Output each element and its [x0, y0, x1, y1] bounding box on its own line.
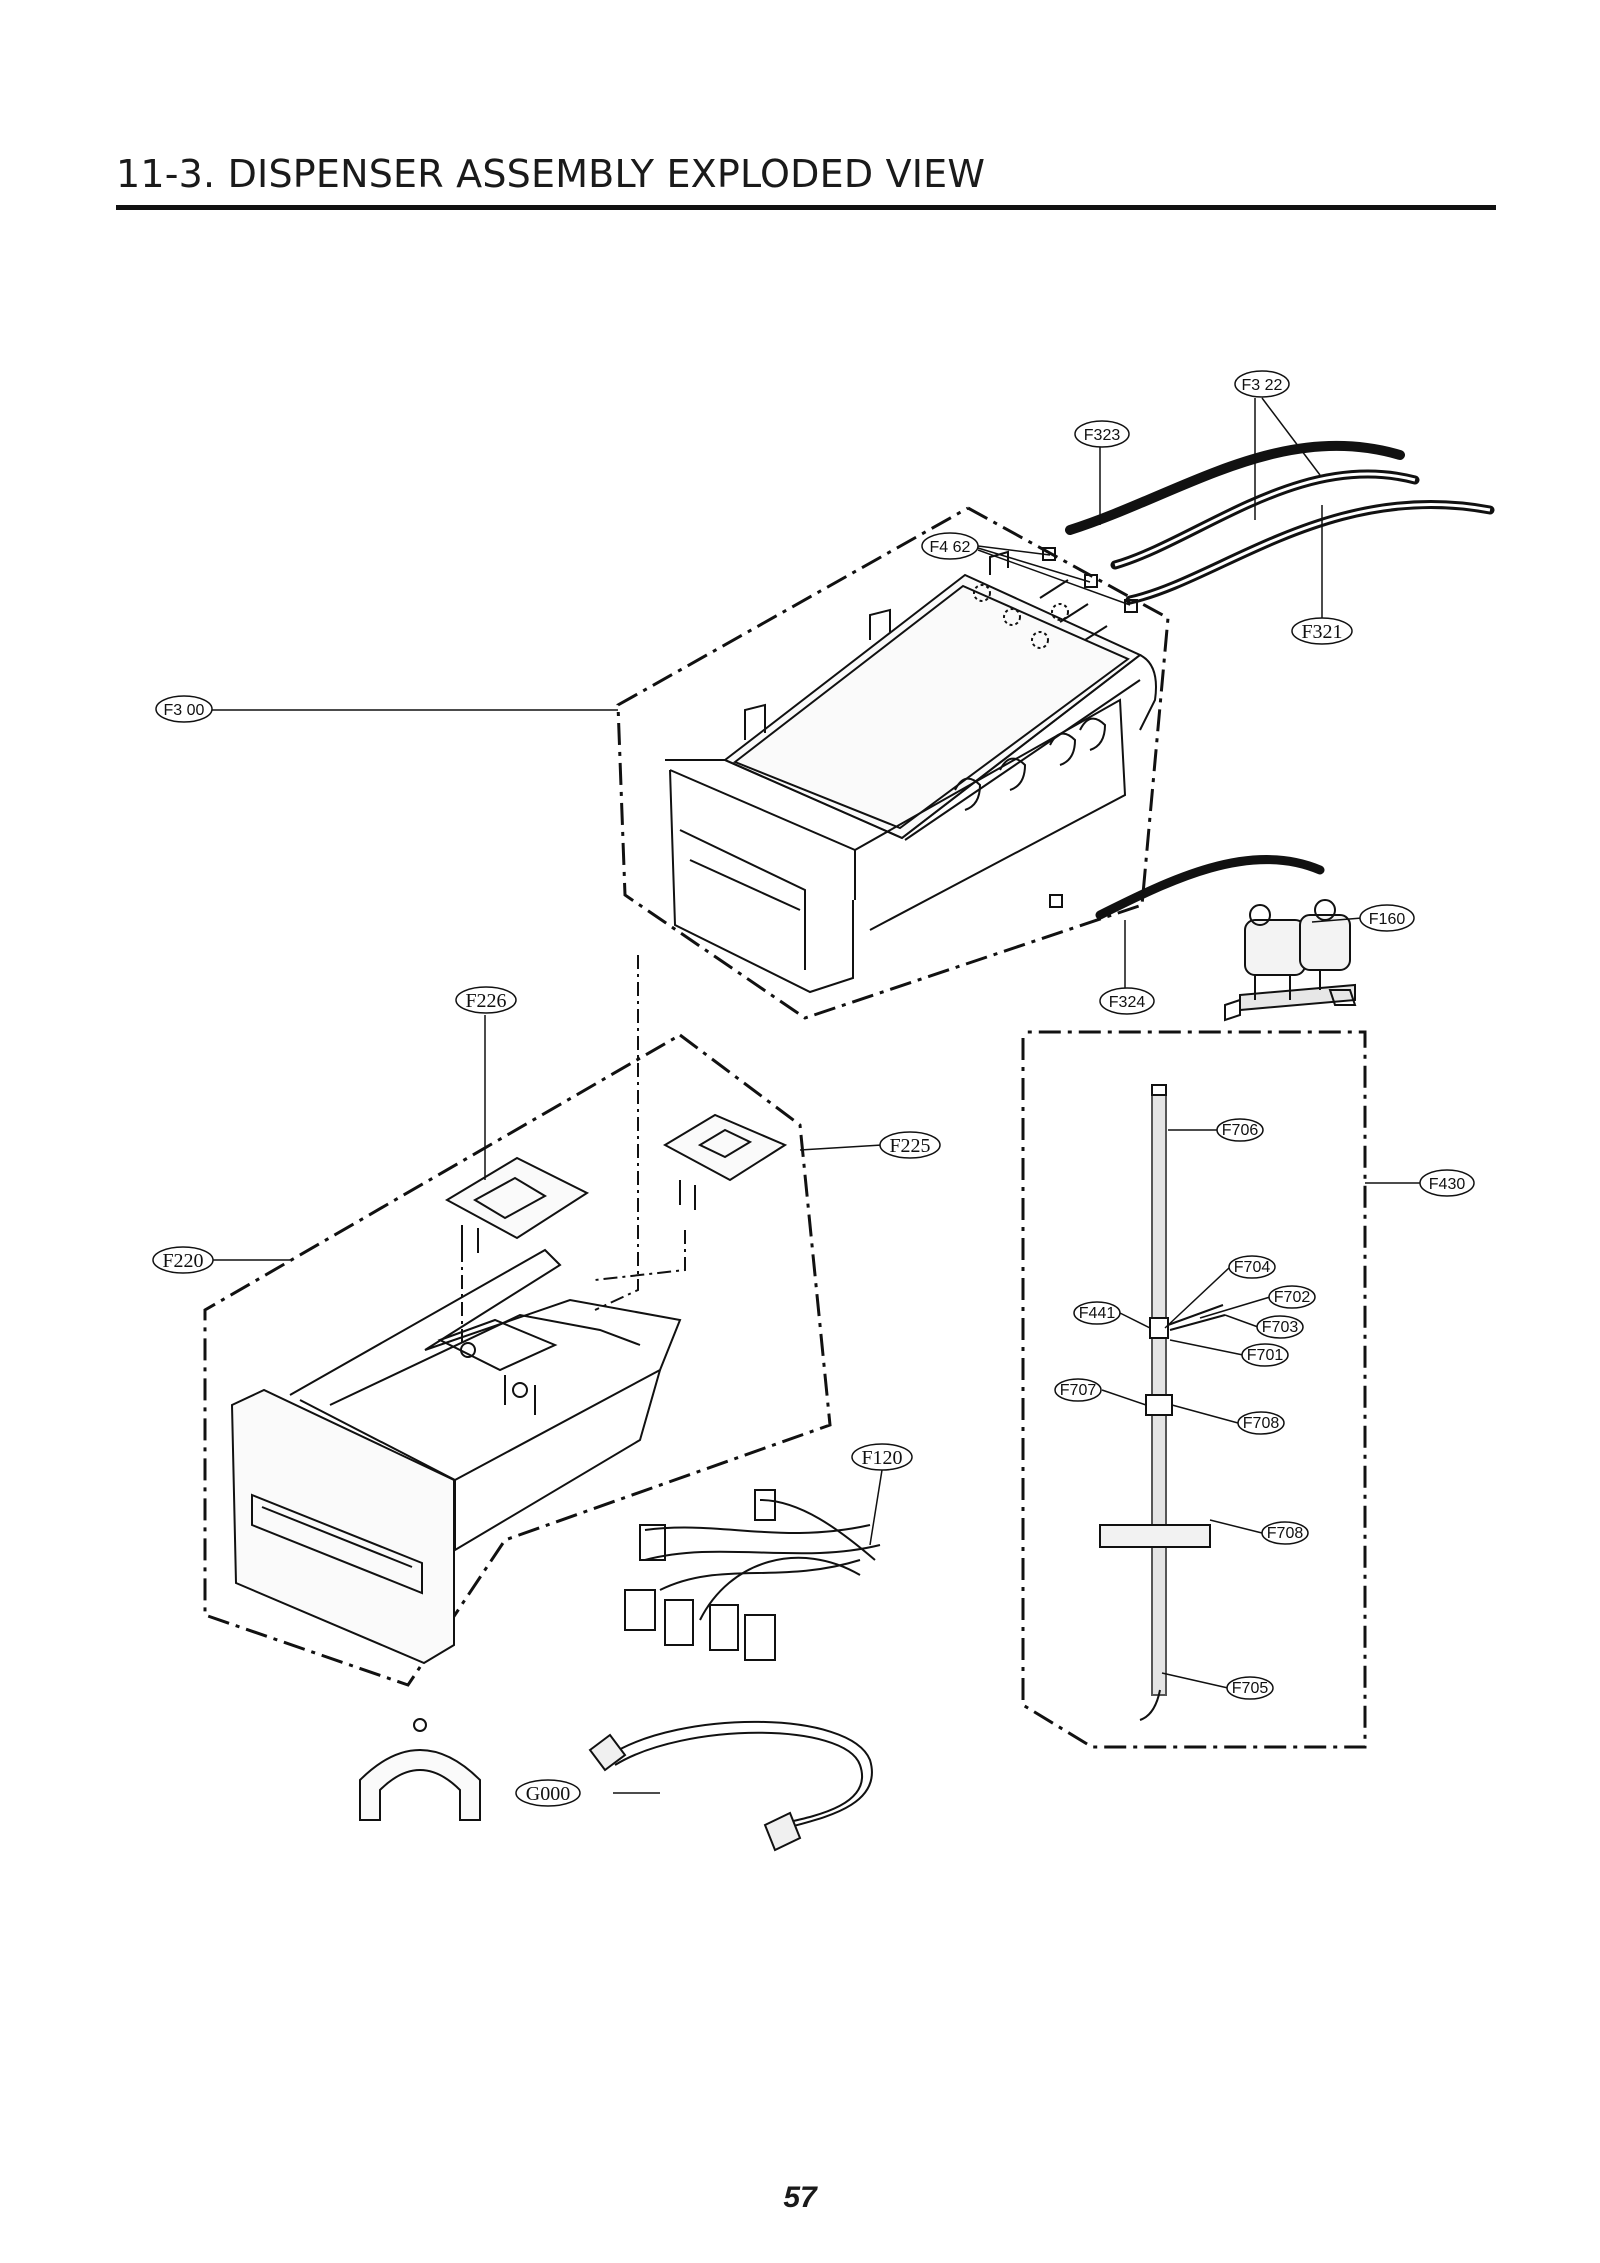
label-f441: F441 [1079, 1305, 1116, 1322]
drain-dashed-border [1021, 1030, 1367, 1749]
label-bubbles [152, 370, 1475, 1807]
hose-f321 [1125, 499, 1495, 605]
wire-harness-f120 [624, 1489, 881, 1661]
label-f702: F702 [1274, 1289, 1311, 1306]
label-f225: F225 [889, 1135, 930, 1157]
label-f706: F706 [1222, 1122, 1259, 1139]
label-f703: F703 [1262, 1319, 1299, 1336]
drawer-dashed-border [203, 1033, 832, 1687]
label-f323: F323 [1084, 427, 1121, 444]
drawer-front [230, 1388, 455, 1665]
label-f704: F704 [1234, 1259, 1271, 1276]
label-f226: F226 [465, 990, 506, 1012]
page-number: 57 [783, 2181, 817, 2214]
label-f120: F120 [861, 1447, 902, 1469]
label-f160: F160 [1369, 911, 1406, 928]
inlet-hose-g000 [588, 1720, 873, 1852]
bracket-clip [359, 1718, 481, 1821]
housing-dashed-border [616, 506, 1170, 1020]
label-f321: F321 [1301, 621, 1342, 643]
drain-hose-group [1021, 1030, 1367, 1749]
label-f220: F220 [162, 1250, 203, 1272]
drawer-group [203, 1033, 832, 1687]
label-f324: F324 [1109, 994, 1146, 1011]
label-f708-lower: F708 [1267, 1525, 1304, 1542]
label-f300: F3 00 [164, 702, 205, 719]
alignment-lines [461, 955, 686, 1345]
label-texts: F3 22 F323 F4 62 F321 F3 00 F160 F324 F2… [162, 377, 1465, 1805]
leader-lines [212, 397, 1420, 1794]
housing-lid [723, 573, 1142, 840]
label-f705: F705 [1232, 1680, 1269, 1697]
label-f708-upper: F708 [1243, 1415, 1280, 1432]
label-f701: F701 [1247, 1347, 1284, 1364]
hose-f324 [1095, 854, 1325, 920]
hoses-upper [1042, 441, 1495, 920]
water-valve-f160 [1224, 899, 1357, 1022]
title-rule [116, 205, 1496, 210]
label-f430: F430 [1429, 1176, 1466, 1193]
hose-f322 [1110, 469, 1420, 570]
dispenser-housing-group [616, 506, 1170, 1020]
hose-f323 [1065, 441, 1405, 535]
label-g000: G000 [526, 1783, 570, 1805]
label-f322: F3 22 [1242, 377, 1283, 394]
page-title: 11-3. DISPENSER ASSEMBLY EXPLODED VIEW [116, 152, 986, 196]
label-f707: F707 [1060, 1382, 1097, 1399]
label-f462: F4 62 [930, 539, 971, 556]
